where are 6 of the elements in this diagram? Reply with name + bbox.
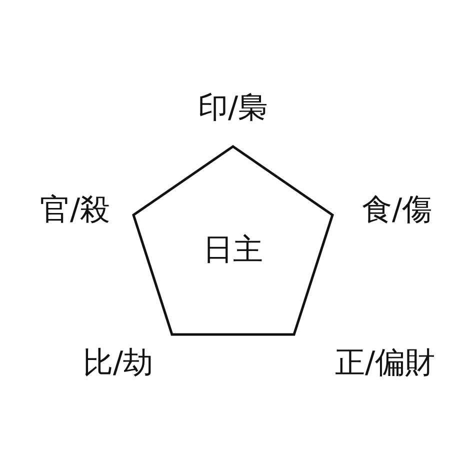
element-label: 比/劫 — [82, 346, 154, 380]
element-label: 印/梟 — [198, 92, 268, 124]
center-label: 日主 — [203, 234, 263, 266]
element-label: 食/傷 — [362, 194, 432, 226]
element-label: 官/殺 — [40, 194, 110, 226]
element-label: 正/偏財 — [334, 346, 436, 380]
